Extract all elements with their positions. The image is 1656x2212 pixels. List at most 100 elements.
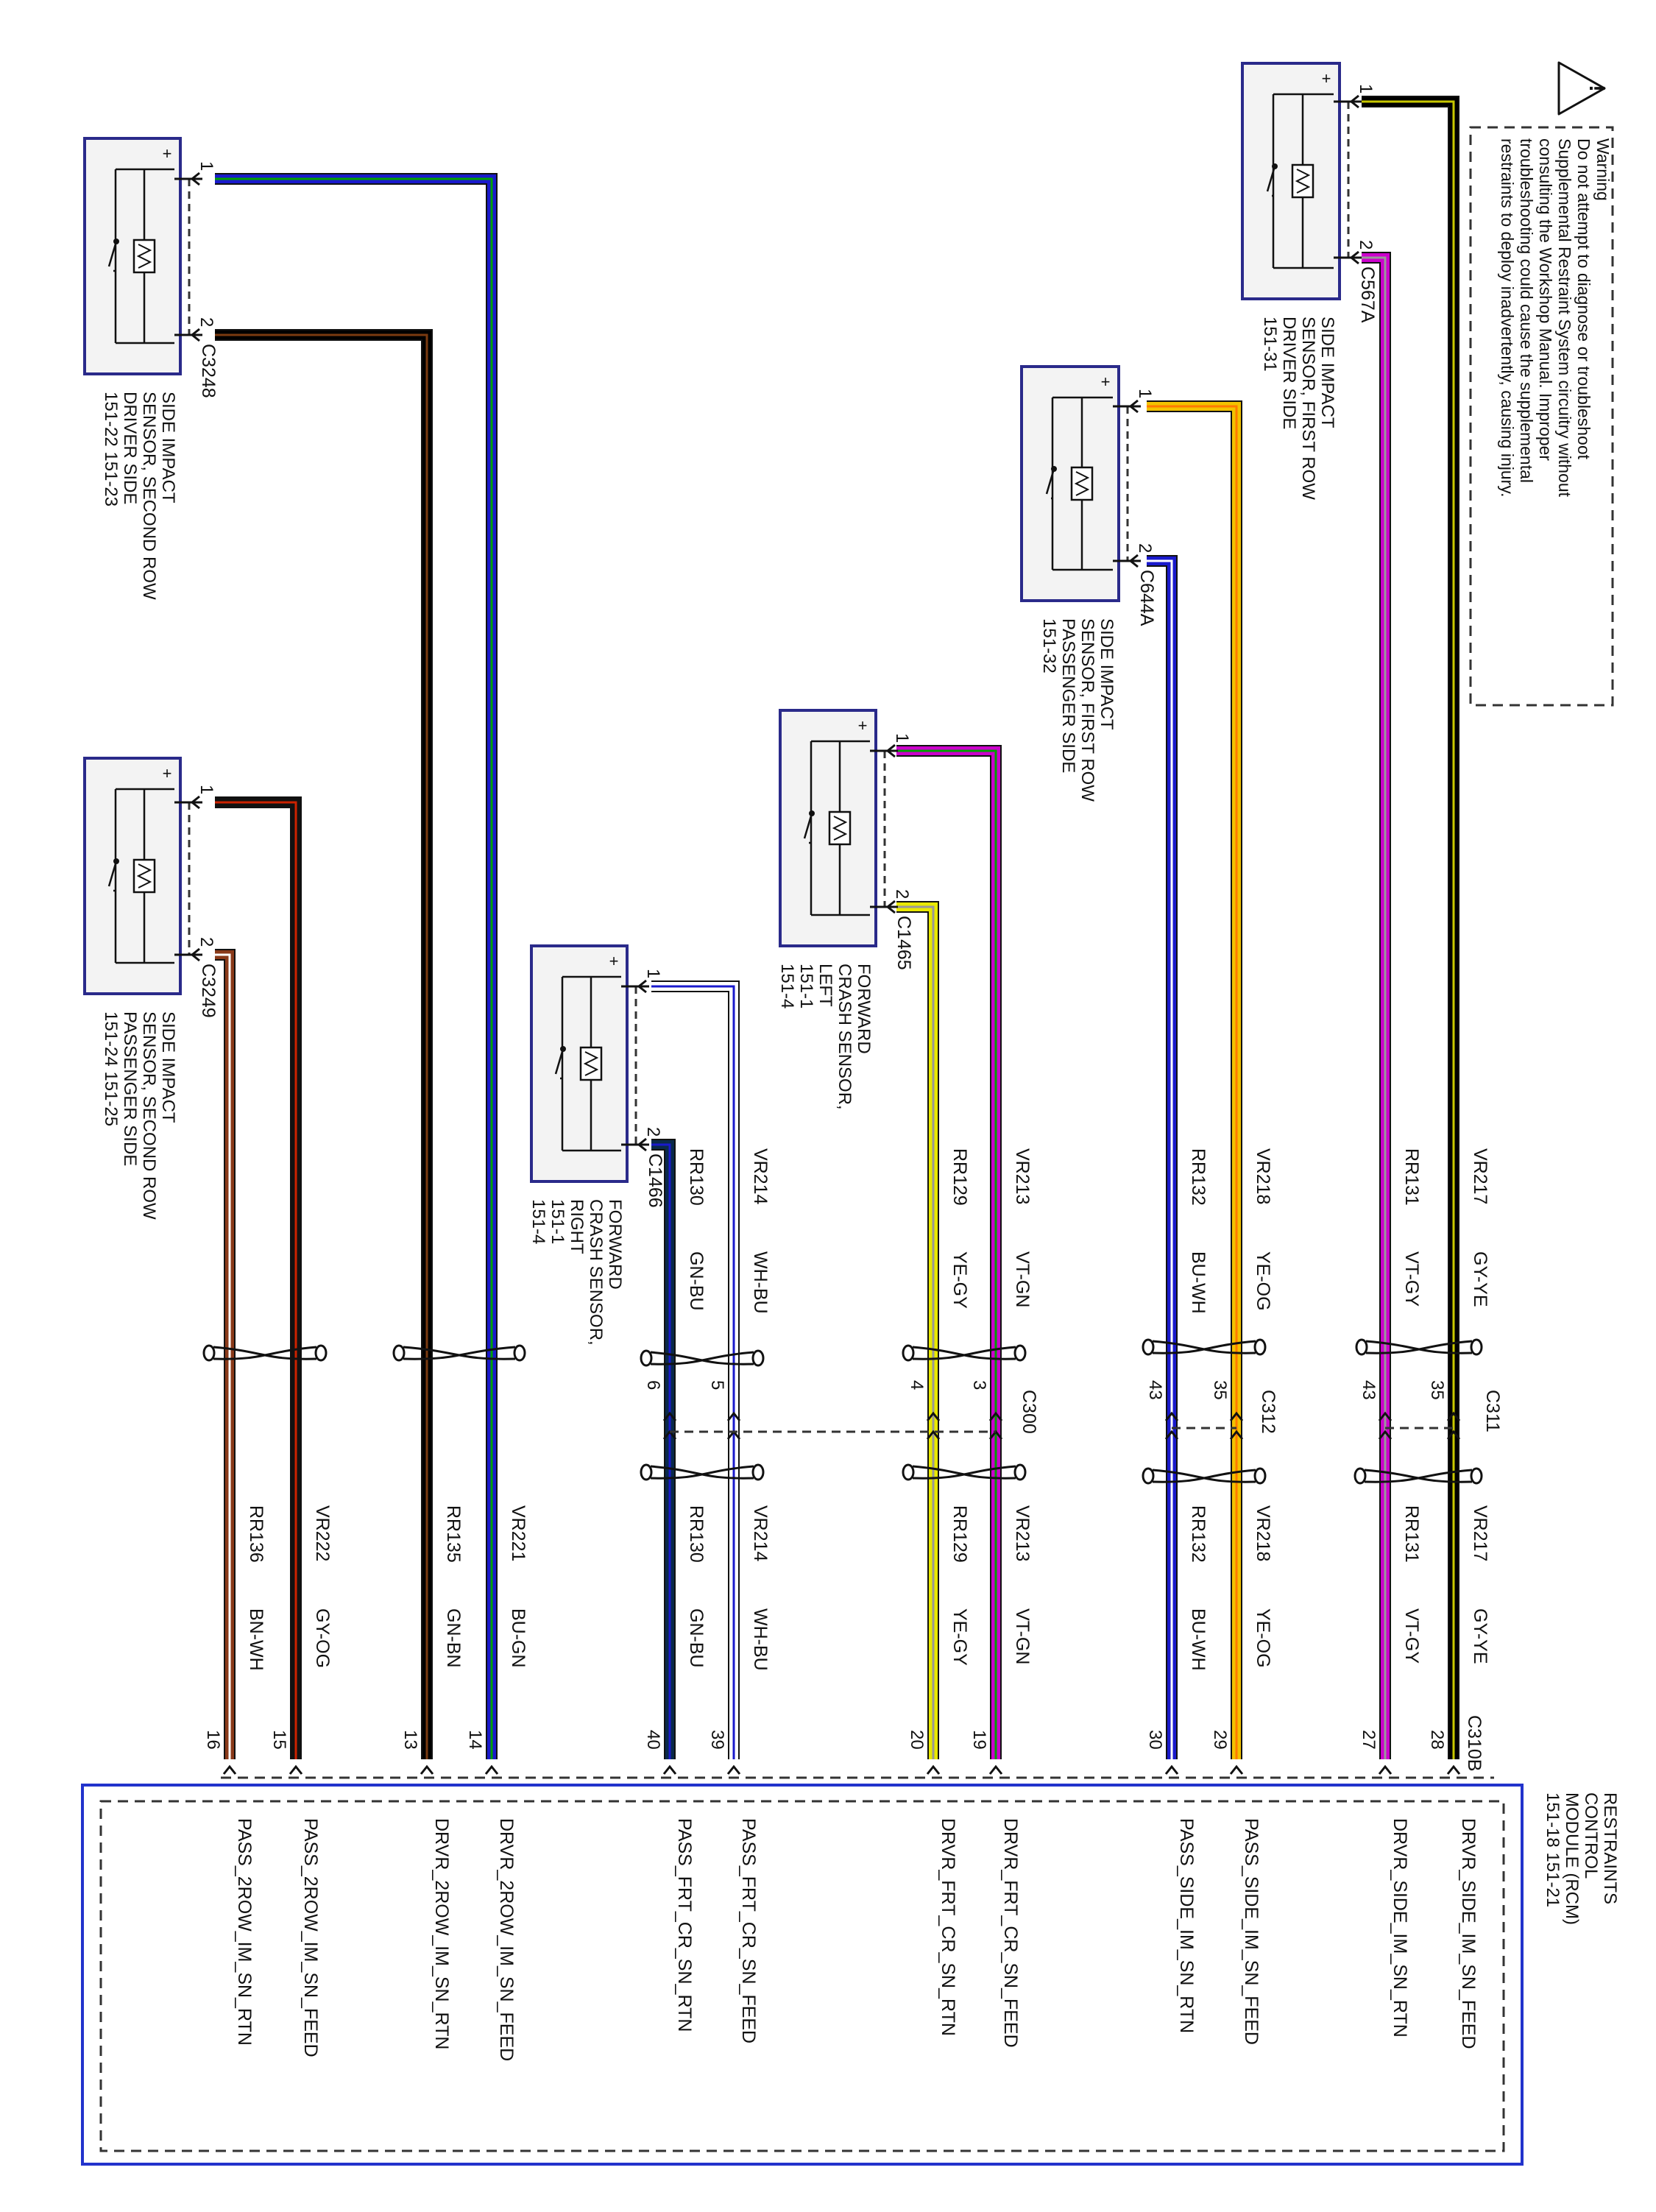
twist-mark-b <box>912 1465 1016 1480</box>
rcm-module <box>81 1776 1524 2166</box>
wire-upper-circuit: RR129 <box>949 1148 970 1206</box>
sensor-description-line: 151-4 <box>777 964 797 1008</box>
sensor-pin-chevron <box>885 743 896 758</box>
sensor-pin-number: 2 <box>1135 543 1155 553</box>
sensor-description-line: CRASH SENSOR, <box>835 964 854 1110</box>
sensor-pin-number: 2 <box>197 937 216 947</box>
sensor-c1465-box <box>779 709 877 947</box>
rcm-pin-number: 40 <box>643 1730 663 1750</box>
wire-lower-color: GY-YE <box>1470 1608 1490 1664</box>
sensor-description-line: 151-4 <box>528 1199 548 1244</box>
sensor-pin-number: 2 <box>197 317 216 327</box>
sensor-connector-label: C3249 <box>198 964 219 1018</box>
twist-mark-end1 <box>902 1463 915 1481</box>
sensor-connector-label: C1466 <box>645 1153 665 1208</box>
sensor-description-line: SENSOR, SECOND ROW <box>139 1011 159 1220</box>
wire-lower-color: YE-OG <box>1253 1608 1273 1668</box>
wire-rr132-stripe <box>1147 559 1173 1759</box>
warning-text-line: consulting the Workshop Manual. Improper <box>1536 138 1555 461</box>
rcm-pin-number: 28 <box>1427 1730 1447 1750</box>
wire-upper-circuit: VR218 <box>1253 1148 1273 1204</box>
wire-upper-circuit: VR214 <box>750 1148 771 1205</box>
warning-text-line: troubleshooting could cause the suppleme… <box>1517 138 1536 483</box>
sensor-c567a-box <box>1241 62 1341 300</box>
twist-mark <box>902 1463 1027 1481</box>
rcm-function-label: DRVR_2ROW_IM_SN_RTN <box>431 1818 452 2049</box>
wire-vr217-stripe <box>1362 100 1455 1759</box>
twist-mark-end1 <box>1142 1467 1155 1485</box>
warning-box <box>1469 126 1614 707</box>
twist-mark-end2 <box>513 1344 526 1362</box>
twist-mark-b <box>213 1346 317 1360</box>
wire-upper-color: YE-GY <box>949 1251 970 1309</box>
sensor-c3249-plus: + <box>163 764 172 782</box>
twist-mark-end1 <box>202 1344 216 1362</box>
inline-pin-number: 3 <box>969 1380 989 1390</box>
rcm-function-label: DRVR_FRT_CR_SN_FEED <box>1000 1818 1021 2048</box>
wire-lower-circuit: RR135 <box>443 1505 464 1563</box>
sensor-c1465-zigzag <box>832 816 848 841</box>
sensor-c3248-plus: + <box>163 144 172 163</box>
rcm-pin-chevron <box>988 1764 1003 1775</box>
sensor-pin-chevron <box>190 795 200 810</box>
sensor-description-line: SIDE IMPACT <box>158 1011 178 1123</box>
twist-mark-end2 <box>1253 1467 1267 1485</box>
inline-pin-number: 35 <box>1210 1380 1230 1400</box>
rcm-inner-box <box>99 1800 1505 2152</box>
twist-mark <box>640 1349 765 1367</box>
twist-mark-b <box>403 1346 516 1360</box>
sensor-description-line: SENSOR, SECOND ROW <box>139 392 159 600</box>
sensor-description-line: FORWARD <box>854 964 874 1054</box>
twist-mark-b <box>1364 1469 1473 1483</box>
sensor-c3248-zigzag <box>136 244 152 269</box>
sensor-pin-chevron <box>637 1137 647 1152</box>
wire-lower-circuit: VR222 <box>312 1505 333 1561</box>
wire-lower-color: GN-BU <box>686 1608 707 1668</box>
inline-pin-chevron <box>726 1411 741 1421</box>
sensor-connector-label: C3248 <box>198 344 219 398</box>
twist-mark-b <box>1152 1469 1256 1483</box>
wire-rr132 <box>1147 555 1178 1759</box>
rcm-outer-box <box>81 1784 1524 2166</box>
sensor-description-line: SENSOR, FIRST ROW <box>1078 618 1097 802</box>
rcm-pin-number: 30 <box>1145 1730 1165 1750</box>
wire-vr213-stripe <box>896 749 997 1759</box>
sensor-c1465: + <box>779 709 877 947</box>
wire-upper-circuit: VR213 <box>1012 1148 1033 1204</box>
sensor-connector-label: C567A <box>1357 266 1378 323</box>
warning-text-line: Do not attempt to diagnose or troublesho… <box>1574 138 1593 460</box>
sensor-c3248-switch-dot <box>113 238 119 244</box>
twist-mark <box>1355 1338 1483 1356</box>
rcm-title-line: MODULE (RCM) <box>1562 1792 1582 1925</box>
sensor-description-line: SIDE IMPACT <box>1317 317 1337 428</box>
inline-pin-chevron <box>1229 1430 1244 1440</box>
sensor-description-line: DRIVER SIDE <box>120 392 140 504</box>
twist-mark-end2 <box>751 1463 765 1481</box>
rcm-pin-number: 15 <box>269 1730 289 1750</box>
wire-upper-color: WH-BU <box>750 1251 771 1314</box>
wire-rr131-base <box>1362 253 1390 1759</box>
wire-lower-circuit: VR221 <box>508 1505 528 1561</box>
sensor-c567a-zigzag <box>1295 169 1311 194</box>
sensor-c644a-zigzag <box>1074 471 1090 496</box>
warning-text-line: Supplemental Restraint System circuitry … <box>1555 138 1574 498</box>
rcm-pin-number: 20 <box>907 1730 927 1750</box>
sensor-c3249: + <box>83 757 182 995</box>
wire-lower-color: BN-WH <box>246 1608 266 1671</box>
inline-pin-chevron <box>662 1411 677 1421</box>
wire-rr131 <box>1362 252 1391 1759</box>
twist-mark-end2 <box>1470 1467 1483 1485</box>
wire-upper-color: YE-OG <box>1253 1251 1273 1311</box>
wire-vr217 <box>1362 96 1459 1759</box>
sensor-pin-chevron <box>190 947 200 962</box>
wire-rr136-base <box>215 950 234 1759</box>
sensor-pin-number: 1 <box>643 969 663 978</box>
twist-mark-end1 <box>902 1344 915 1362</box>
sensor-pin-chevron <box>1349 250 1359 265</box>
sensor-c644a-switch-dot <box>1051 466 1057 472</box>
twist-mark-b <box>1152 1340 1256 1354</box>
sensor-pin-number: 1 <box>892 733 912 743</box>
